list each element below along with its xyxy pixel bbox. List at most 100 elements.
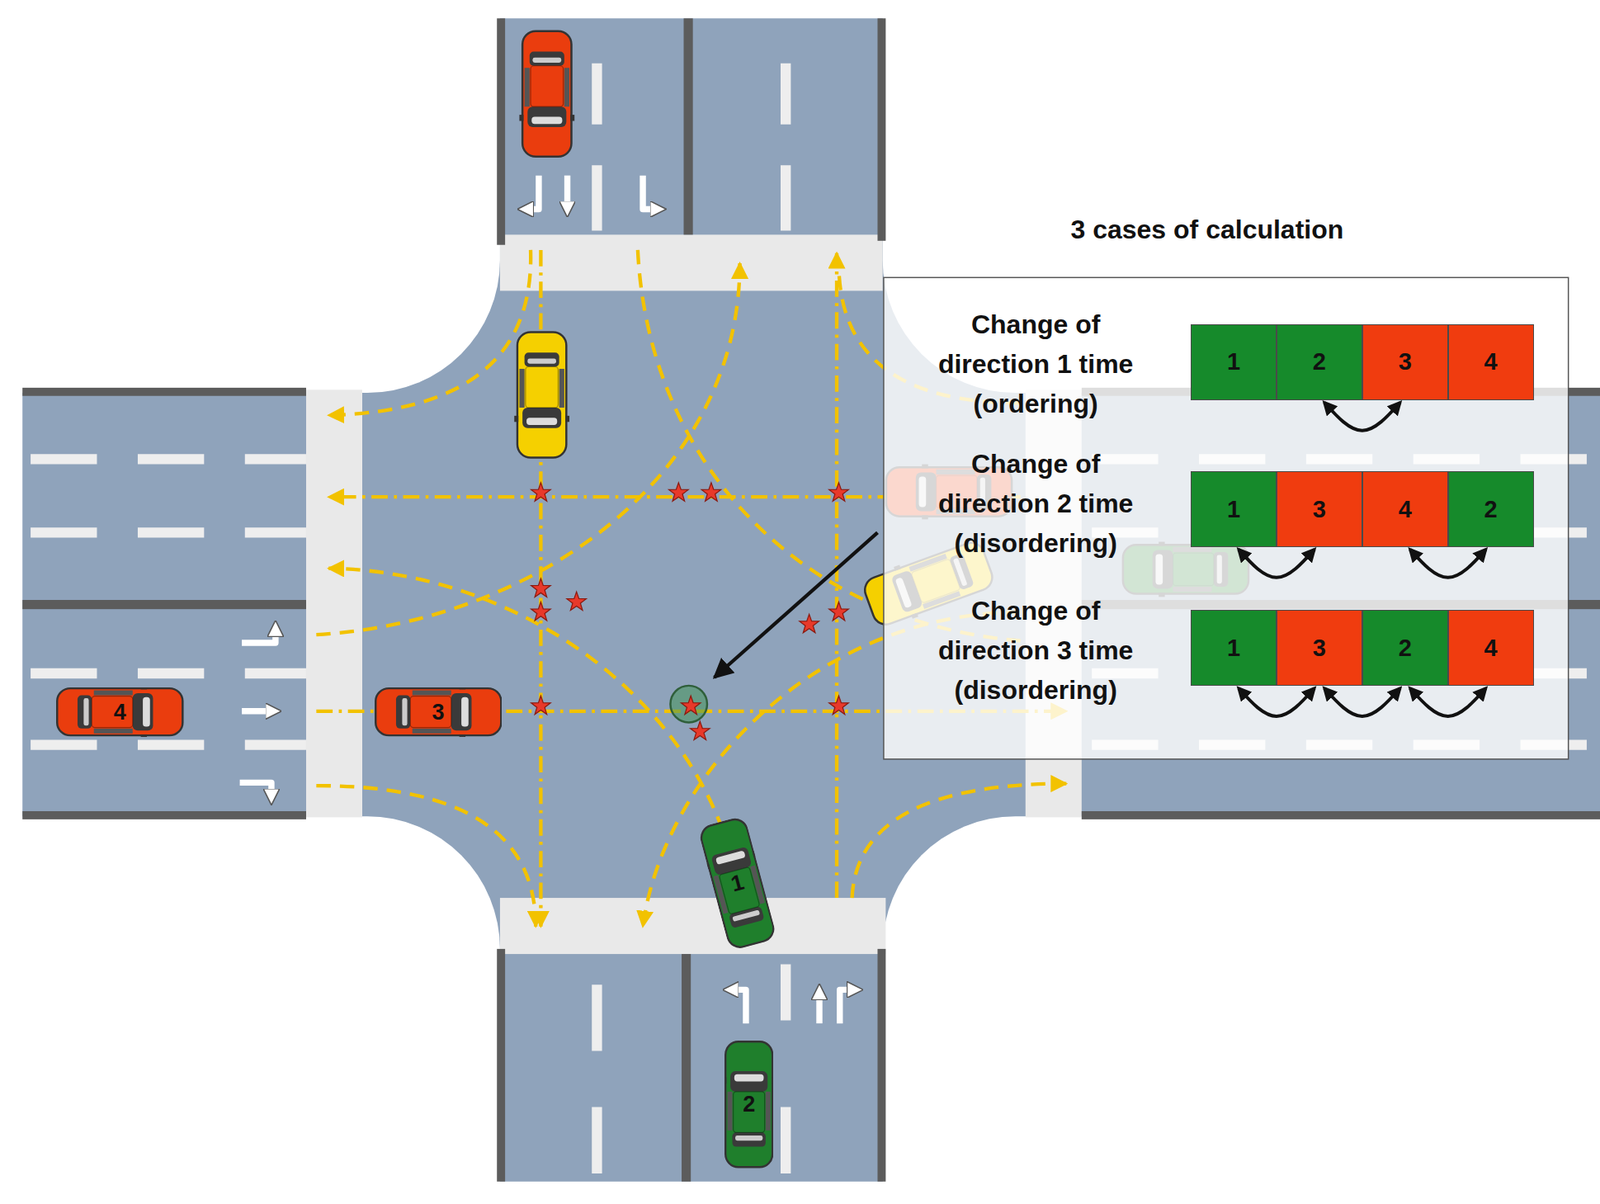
- car-shape: [724, 1042, 774, 1168]
- curb-corners: [882, 816, 1600, 1204]
- conflict-points: [829, 695, 850, 714]
- lane-dashes: [30, 668, 307, 679]
- vehicle-trajectories: [835, 253, 839, 898]
- conflict-points: [799, 613, 820, 633]
- swap-arrow: [1410, 549, 1487, 578]
- road-edges: [22, 599, 307, 609]
- case-label: Change of direction 1 time (ordering): [911, 304, 1160, 424]
- car-number: 3: [432, 699, 445, 726]
- road-edges: [1081, 811, 1600, 820]
- car-shape: [375, 687, 501, 737]
- sequence-number: 2: [1398, 634, 1412, 662]
- sequence-box: 2: [1276, 324, 1363, 401]
- road-edges: [22, 387, 307, 397]
- swap-arrow: [1238, 549, 1315, 578]
- sequence-box: 1: [1190, 471, 1277, 548]
- conflict-points: [690, 721, 711, 740]
- lane-dashes: [591, 165, 602, 231]
- lane-dashes: [591, 63, 602, 125]
- lane-dashes: [591, 1107, 602, 1174]
- car-shape: [56, 687, 183, 737]
- sequence-box: 2: [1362, 609, 1449, 686]
- road-edges: [22, 811, 307, 820]
- sequence-number: 1: [1227, 634, 1241, 662]
- curb-corners: [0, 816, 501, 1204]
- car-number: 4: [113, 699, 127, 726]
- curb-corners: [0, 0, 501, 393]
- lane-dashes: [591, 984, 602, 1051]
- conflict-points: [531, 482, 552, 501]
- swap-arrow: [1410, 688, 1487, 717]
- conflict-points: [680, 695, 701, 714]
- sequence-number: 1: [1227, 348, 1241, 376]
- sequence-box: 4: [1448, 324, 1534, 401]
- sequence-box: 4: [1448, 609, 1534, 686]
- swap-arrow: [1324, 688, 1401, 717]
- lane-arrows: [525, 175, 539, 210]
- vehicle-trajectories: [316, 263, 740, 635]
- sequence-box: 2: [1448, 471, 1534, 548]
- numbered-car: 2: [724, 1040, 774, 1169]
- lane-dashes: [30, 527, 307, 538]
- crosswalks: [500, 234, 883, 291]
- lane-arrows: [240, 782, 272, 797]
- lane-arrows: [642, 175, 659, 210]
- crosswalks: [500, 897, 886, 954]
- lane-arrows: [240, 175, 856, 1024]
- lane-dashes: [30, 453, 307, 464]
- conflict-points: [531, 482, 850, 741]
- sequence-number: 2: [1484, 495, 1498, 524]
- road-edges: [877, 18, 886, 241]
- lane-dashes: [780, 963, 791, 1020]
- sequence-number: 2: [1312, 348, 1327, 376]
- vehicle-trajectories: [328, 568, 740, 898]
- sequence-box: 1: [1190, 609, 1277, 686]
- crosswalks: [306, 389, 363, 817]
- panel-heading: 3 cases of calculation: [883, 214, 1531, 246]
- lane-arrows: [840, 989, 856, 1024]
- conflict-points: [531, 602, 552, 621]
- background-cars: [519, 31, 575, 157]
- conflict-points: [669, 482, 690, 501]
- sequence-box: 4: [1362, 471, 1449, 548]
- lane-arrows: [564, 175, 571, 210]
- leader-arrow: [714, 532, 878, 678]
- road-edges: [496, 18, 506, 245]
- road-edges: [877, 948, 886, 1182]
- case-label: Change of direction 2 time (disordering): [911, 443, 1160, 563]
- sequence-box: 3: [1362, 324, 1449, 401]
- lane-arrows: [816, 991, 822, 1024]
- conflict-points: [531, 695, 552, 714]
- cases-panel-frame: [883, 277, 1569, 760]
- vehicle-trajectories: [852, 783, 1067, 898]
- sequence-box: 1: [1190, 324, 1277, 401]
- car-number: 2: [742, 1091, 756, 1118]
- case-label: Change of direction 3 time (disordering): [911, 590, 1160, 710]
- car-shape: [697, 816, 778, 951]
- lane-dashes: [780, 1107, 791, 1174]
- lane-arrows: [730, 989, 746, 1024]
- conflict-points: [531, 578, 552, 597]
- sequence-number: 4: [1484, 634, 1498, 662]
- lane-arrows: [241, 628, 276, 643]
- road-edges: [681, 953, 691, 1182]
- conflict-points: [829, 482, 850, 501]
- conflict-points: [670, 685, 708, 723]
- lane-dashes: [780, 63, 791, 125]
- road-edges: [496, 948, 506, 1182]
- road-edges: [22, 18, 1600, 1182]
- sequence-number: 3: [1312, 634, 1327, 662]
- swap-arrow: [1238, 688, 1315, 717]
- vehicle-trajectories: [328, 250, 531, 416]
- conflict-points: [566, 591, 587, 610]
- lane-dashes: [780, 165, 791, 231]
- lane-dashes: [30, 739, 307, 750]
- sequence-number: 1: [1227, 495, 1241, 524]
- leader-arrow: [714, 532, 878, 678]
- background-cars: [514, 331, 570, 458]
- conflict-points: [701, 482, 722, 501]
- conflict-points: [829, 602, 850, 621]
